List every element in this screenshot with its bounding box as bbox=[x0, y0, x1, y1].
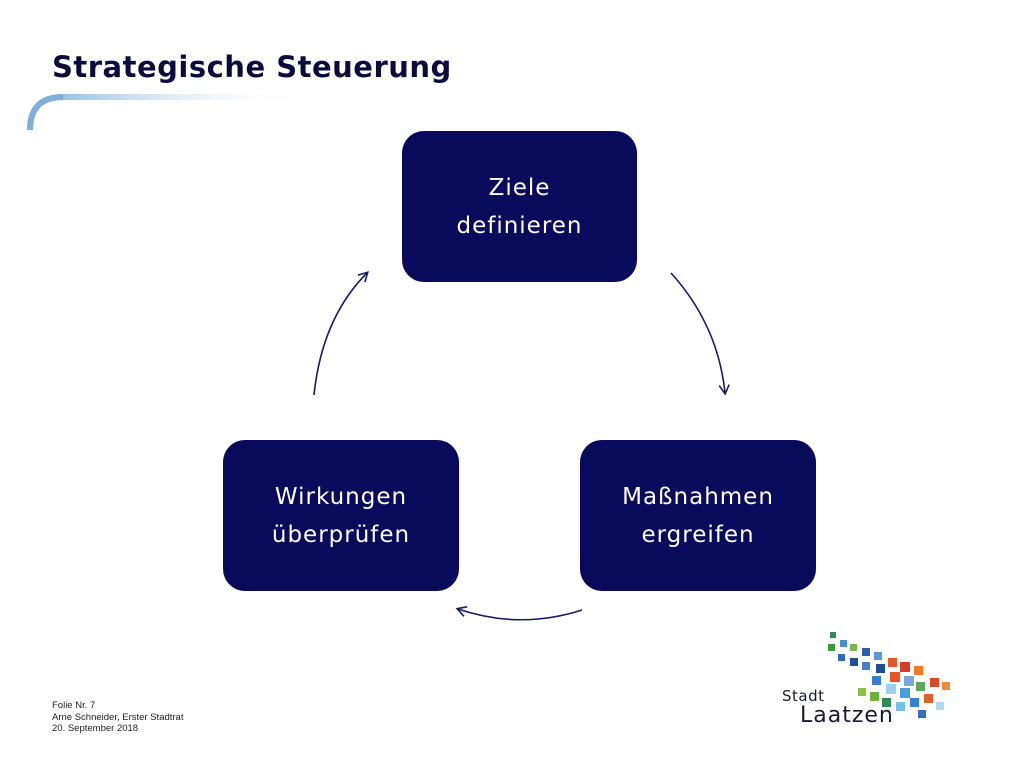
node-goals: Ziele definieren bbox=[402, 131, 637, 282]
node-effects: Wirkungen überprüfen bbox=[223, 440, 459, 591]
footer: Folie Nr. 7 Arne Schneider, Erster Stadt… bbox=[52, 700, 183, 735]
node-actions-line1: Maßnahmen bbox=[622, 483, 774, 510]
logo-text-laatzen: Laatzen bbox=[800, 703, 894, 728]
slide-title: Strategische Steuerung bbox=[52, 50, 452, 84]
footer-date: 20. September 2018 bbox=[52, 723, 139, 734]
footer-author: Arne Schneider, Erster Stadtrat bbox=[52, 711, 184, 723]
node-effects-line1: Wirkungen bbox=[274, 483, 408, 510]
arrow-effects-to-goals bbox=[313, 271, 369, 396]
node-actions: Maßnahmen ergreifen bbox=[580, 440, 816, 591]
node-actions-line2: ergreifen bbox=[641, 521, 755, 548]
node-goals-line2: definieren bbox=[456, 212, 583, 239]
arrow-actions-to-effects bbox=[455, 606, 583, 621]
logo-squares bbox=[828, 632, 950, 718]
arrow-goals-to-actions bbox=[670, 272, 730, 396]
node-goals-line1: Ziele bbox=[488, 174, 551, 201]
node-effects-line2: überprüfen bbox=[271, 521, 411, 548]
city-logo-mosaic bbox=[828, 632, 950, 718]
footer-slide-number: Folie Nr. 7 bbox=[52, 700, 96, 711]
logo-text-stadt: Stadt bbox=[782, 687, 825, 705]
